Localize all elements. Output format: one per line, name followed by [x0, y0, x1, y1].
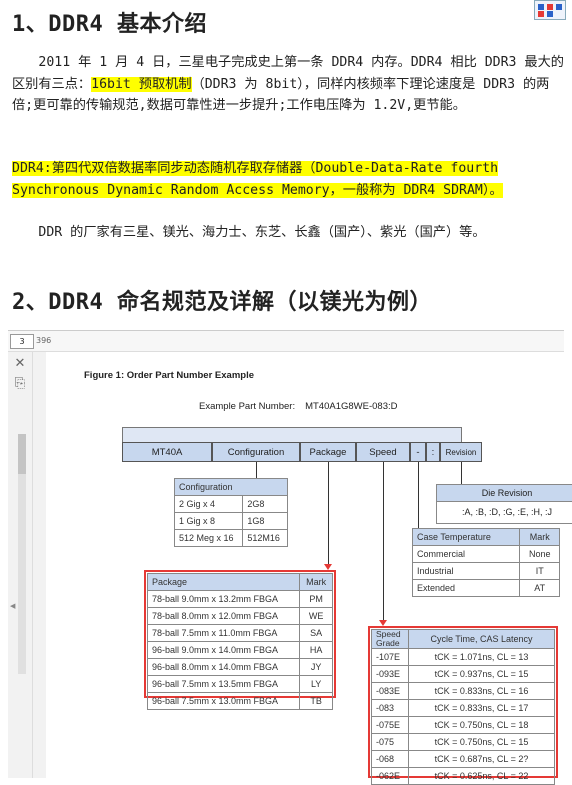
page-total: 396 — [36, 336, 52, 345]
collapse-arrow-icon[interactable]: ◀ — [10, 602, 16, 610]
highlight-prefetch: 16bit 预取机制 — [91, 76, 192, 92]
corner-logo-icon — [534, 0, 566, 20]
bar-colon: : — [426, 442, 440, 462]
close-icon[interactable]: ✕ — [14, 356, 26, 371]
pdf-viewer: 3 396 ✕ ⎘ ◀ Figure 1: Order Part Number … — [8, 330, 572, 785]
example-part-number: Example Part Number:MT40A1G8WE-083:D — [199, 401, 398, 412]
section2-title: 2、DDR4 命名规范及详解（以镁光为例） — [12, 290, 432, 315]
page-number-input[interactable]: 3 — [10, 334, 34, 349]
scrollbar-thumb[interactable] — [18, 434, 26, 474]
bar-dash: - — [410, 442, 426, 462]
connector-package — [328, 462, 329, 567]
connector-revision — [461, 462, 462, 484]
bar-mt40a: MT40A — [122, 442, 212, 462]
viewer-toolbar: 3 396 — [8, 331, 564, 352]
scrollbar-track[interactable] — [18, 434, 26, 674]
intro-paragraph: 2011 年 1 月 4 日，三星电子完成史上第一条 DDR4 内存。DDR4 … — [12, 55, 564, 113]
bookmark-icon[interactable]: ⎘ — [14, 376, 26, 391]
connector-speed — [383, 462, 384, 622]
part-bar-top — [122, 427, 462, 442]
manufacturers-paragraph: DDR 的厂家有三星、镁光、海力士、东芝、长鑫（国产）、紫光（国产）等。 — [12, 225, 486, 240]
package-arrow-icon — [324, 564, 332, 570]
die-revision-box: Die Revision :A, :B, :D, :G, :E, :H, :J — [436, 484, 572, 524]
connector-config — [256, 462, 257, 478]
section1-title: 1、DDR4 基本介绍 — [12, 12, 207, 37]
ddr4-definition: DDR4:第四代双倍数据率同步动态随机存取存储器（Double-Data-Rat… — [12, 161, 503, 198]
connector-temperature — [418, 462, 419, 528]
bar-revision: Revision — [440, 442, 482, 462]
figure-title: Figure 1: Order Part Number Example — [84, 370, 254, 381]
bar-configuration: Configuration — [212, 442, 300, 462]
bar-package: Package — [300, 442, 356, 462]
bar-speed: Speed — [356, 442, 410, 462]
pdf-page: Figure 1: Order Part Number Example Exam… — [46, 352, 572, 785]
speed-arrow-icon — [379, 620, 387, 626]
viewer-sidepanel: ✕ ⎘ ◀ — [8, 352, 33, 778]
